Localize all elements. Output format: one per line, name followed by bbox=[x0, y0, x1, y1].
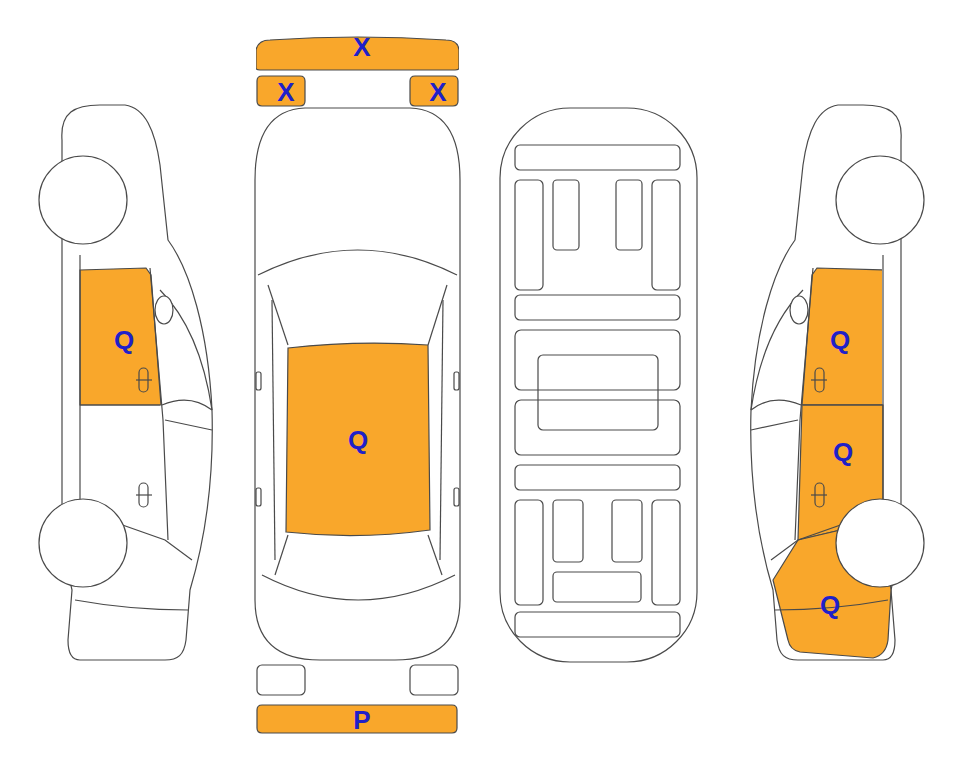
damage-code: Q bbox=[820, 592, 840, 618]
rear-corner bbox=[257, 665, 305, 695]
damage-code: Q bbox=[114, 327, 134, 353]
rear-corner bbox=[410, 665, 458, 695]
front-corner-panel: X bbox=[409, 75, 459, 107]
right-front-door-panel: Q bbox=[792, 266, 882, 408]
top-view-details bbox=[256, 250, 459, 600]
left-front-door-panel: Q bbox=[78, 266, 164, 408]
damage-code: Q bbox=[833, 439, 853, 465]
roof-panel: Q bbox=[285, 338, 431, 540]
top-view-body bbox=[255, 108, 460, 660]
damage-code: Q bbox=[348, 427, 368, 453]
panel-shape bbox=[770, 508, 895, 663]
right-rear-quarter-panel: Q bbox=[770, 508, 895, 663]
front-corner-panel: X bbox=[256, 75, 306, 107]
left-side-details bbox=[39, 156, 212, 610]
right-side-details bbox=[751, 156, 924, 610]
panel-shape bbox=[792, 404, 884, 542]
underside-view bbox=[500, 108, 697, 662]
right-side-body bbox=[751, 105, 901, 660]
right-rear-door-panel: Q bbox=[792, 404, 884, 542]
damage-code: X bbox=[277, 79, 294, 105]
left-side-body bbox=[62, 105, 212, 660]
damage-code: X bbox=[353, 34, 370, 60]
damage-code: P bbox=[353, 707, 370, 733]
damage-code: Q bbox=[830, 327, 850, 353]
damage-code: X bbox=[429, 79, 446, 105]
rear-bumper-panel: P bbox=[256, 704, 458, 734]
front-bumper-panel: X bbox=[256, 36, 459, 71]
